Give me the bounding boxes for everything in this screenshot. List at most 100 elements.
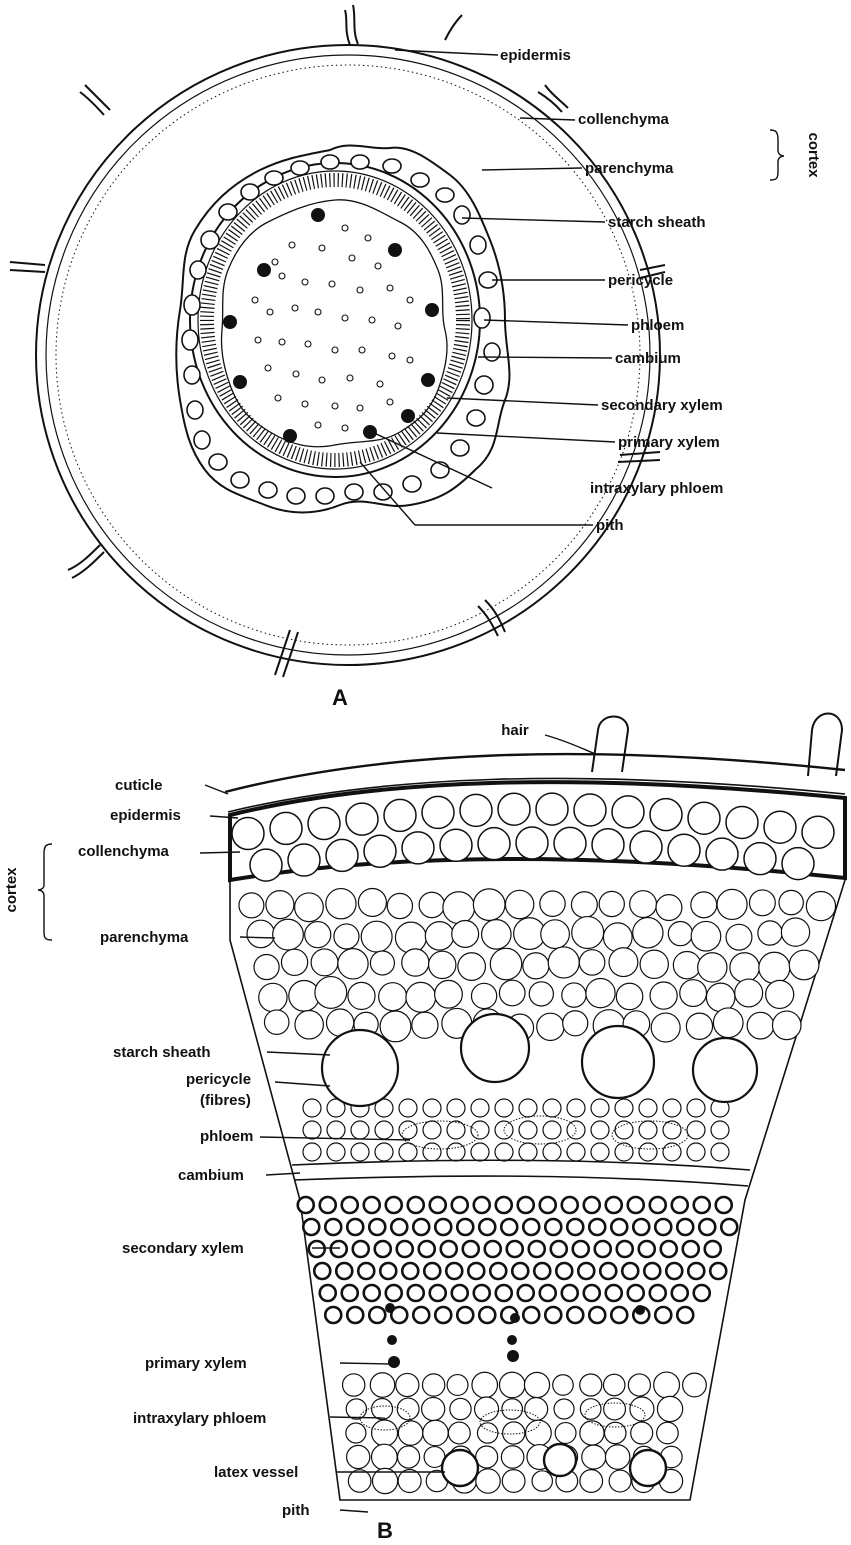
secondary-xylem-vessel <box>694 1285 710 1301</box>
pith-cell <box>603 1374 624 1395</box>
secondary-xylem-vessel <box>298 1197 314 1213</box>
cortex-inner-cell <box>519 1099 537 1117</box>
secondary-xylem-vessel <box>556 1263 572 1279</box>
parenchyma-cell <box>295 1011 323 1039</box>
parenchyma-cell <box>358 888 386 916</box>
pith-cell <box>580 1421 604 1445</box>
secondary-xylem-vessel <box>441 1241 457 1257</box>
parenchyma-cell <box>630 891 657 918</box>
parenchyma-cell <box>490 948 521 979</box>
parenchyma-cell <box>713 1008 743 1038</box>
parenchyma-cell <box>779 890 803 914</box>
label-cortex-a: cortex <box>805 132 822 178</box>
secondary-xylem-vessel <box>617 1241 633 1257</box>
panel-label-b: B <box>377 1518 393 1543</box>
parenchyma-cell <box>295 893 324 922</box>
parenchyma-cell <box>586 978 615 1007</box>
label-cuticle-b: cuticle <box>115 777 163 794</box>
pith-cell <box>604 1398 626 1420</box>
cortex-inner-cell <box>495 1143 513 1161</box>
secondary-xylem-vessel <box>364 1197 380 1213</box>
pith-cell <box>398 1421 423 1446</box>
pith-cell <box>398 1446 420 1468</box>
cortex-inner-cell <box>471 1143 489 1161</box>
parenchyma-cell <box>540 891 565 916</box>
label-primary-xylem-b: primary xylem <box>145 1355 247 1372</box>
parenchyma-cell <box>735 979 763 1007</box>
secondary-xylem-vessel <box>655 1219 671 1235</box>
collenchyma-cell <box>764 811 796 843</box>
secondary-xylem-vessel <box>369 1219 385 1235</box>
parenchyma-cell <box>772 1011 801 1040</box>
secondary-xylem-vessel <box>672 1285 688 1301</box>
pith-cell <box>371 1444 397 1470</box>
parenchyma-cell <box>686 1013 712 1039</box>
cortex-inner-cell <box>471 1099 489 1117</box>
parenchyma-cell <box>717 889 747 919</box>
pith-cell <box>372 1420 398 1446</box>
secondary-xylem-vessel <box>661 1241 677 1257</box>
secondary-xylem-vessel <box>705 1241 721 1257</box>
label-phloem-b: phloem <box>200 1128 253 1145</box>
secondary-xylem-vessel <box>391 1219 407 1235</box>
secondary-xylem-vessel <box>589 1219 605 1235</box>
parenchyma-cell <box>730 953 759 982</box>
cortex-inner-cell <box>303 1099 321 1117</box>
secondary-xylem-vessel <box>584 1285 600 1301</box>
parenchyma-cell <box>402 949 429 976</box>
secondary-xylem-vessel <box>386 1197 402 1213</box>
parenchyma-cell <box>443 892 475 924</box>
pith-cell <box>370 1373 394 1397</box>
secondary-xylem-vessel <box>408 1285 424 1301</box>
parenchyma-cell <box>305 922 331 948</box>
collenchyma-cell <box>668 834 700 866</box>
cortex-inner-cell <box>543 1143 561 1161</box>
pith-cell <box>580 1470 603 1493</box>
parenchyma-cell <box>572 917 604 949</box>
secondary-xylem-vessel <box>386 1285 402 1301</box>
parenchyma-cell <box>529 982 553 1006</box>
secondary-xylem-vessel <box>490 1263 506 1279</box>
secondary-xylem-vessel <box>518 1197 534 1213</box>
cambium-b <box>292 1160 750 1186</box>
collenchyma-cell <box>706 838 738 870</box>
secondary-xylem-vessel <box>397 1241 413 1257</box>
secondary-xylem-vessel <box>479 1307 495 1323</box>
secondary-xylem-vessel <box>534 1263 550 1279</box>
pith-small-cells-a <box>252 225 413 431</box>
pith-cell <box>631 1422 653 1444</box>
label-cambium-a: cambium <box>615 350 681 367</box>
pith-cell <box>582 1445 606 1469</box>
pith-cell <box>630 1397 654 1421</box>
cortex-inner-cell <box>423 1143 441 1161</box>
pith-cell <box>553 1375 574 1396</box>
secondary-xylem-vessel <box>567 1219 583 1235</box>
parenchyma-cell <box>781 918 809 946</box>
cortex-inner-cell <box>447 1143 465 1161</box>
pith-cell <box>346 1423 366 1443</box>
collenchyma-cell <box>802 816 834 848</box>
secondary-xylem-vessel <box>408 1197 424 1213</box>
pith-cell <box>476 1446 498 1468</box>
pith-cell <box>683 1373 707 1397</box>
parenchyma-cell <box>603 923 632 952</box>
secondary-xylem-vessel <box>501 1219 517 1235</box>
pith-cell <box>609 1470 631 1492</box>
secondary-xylem-vessel <box>347 1219 363 1235</box>
secondary-xylem-vessel <box>600 1263 616 1279</box>
diagram-b: hair cuticle epidermis collenchyma corte… <box>3 714 845 1544</box>
parenchyma-cell <box>435 980 463 1008</box>
pith-cell <box>422 1374 444 1396</box>
collenchyma-cell <box>726 806 758 838</box>
secondary-xylem-vessel <box>606 1197 622 1213</box>
parenchyma-cell <box>379 983 407 1011</box>
parenchyma-cell <box>599 891 624 916</box>
secondary-xylem-vessel <box>694 1197 710 1213</box>
collenchyma-cell <box>744 843 776 875</box>
parenchyma-cell <box>749 890 775 916</box>
secondary-xylem-vessel <box>435 1307 451 1323</box>
pith-cell <box>525 1398 548 1421</box>
pith-cell <box>580 1399 601 1420</box>
cortex-inner-cell <box>591 1121 609 1139</box>
